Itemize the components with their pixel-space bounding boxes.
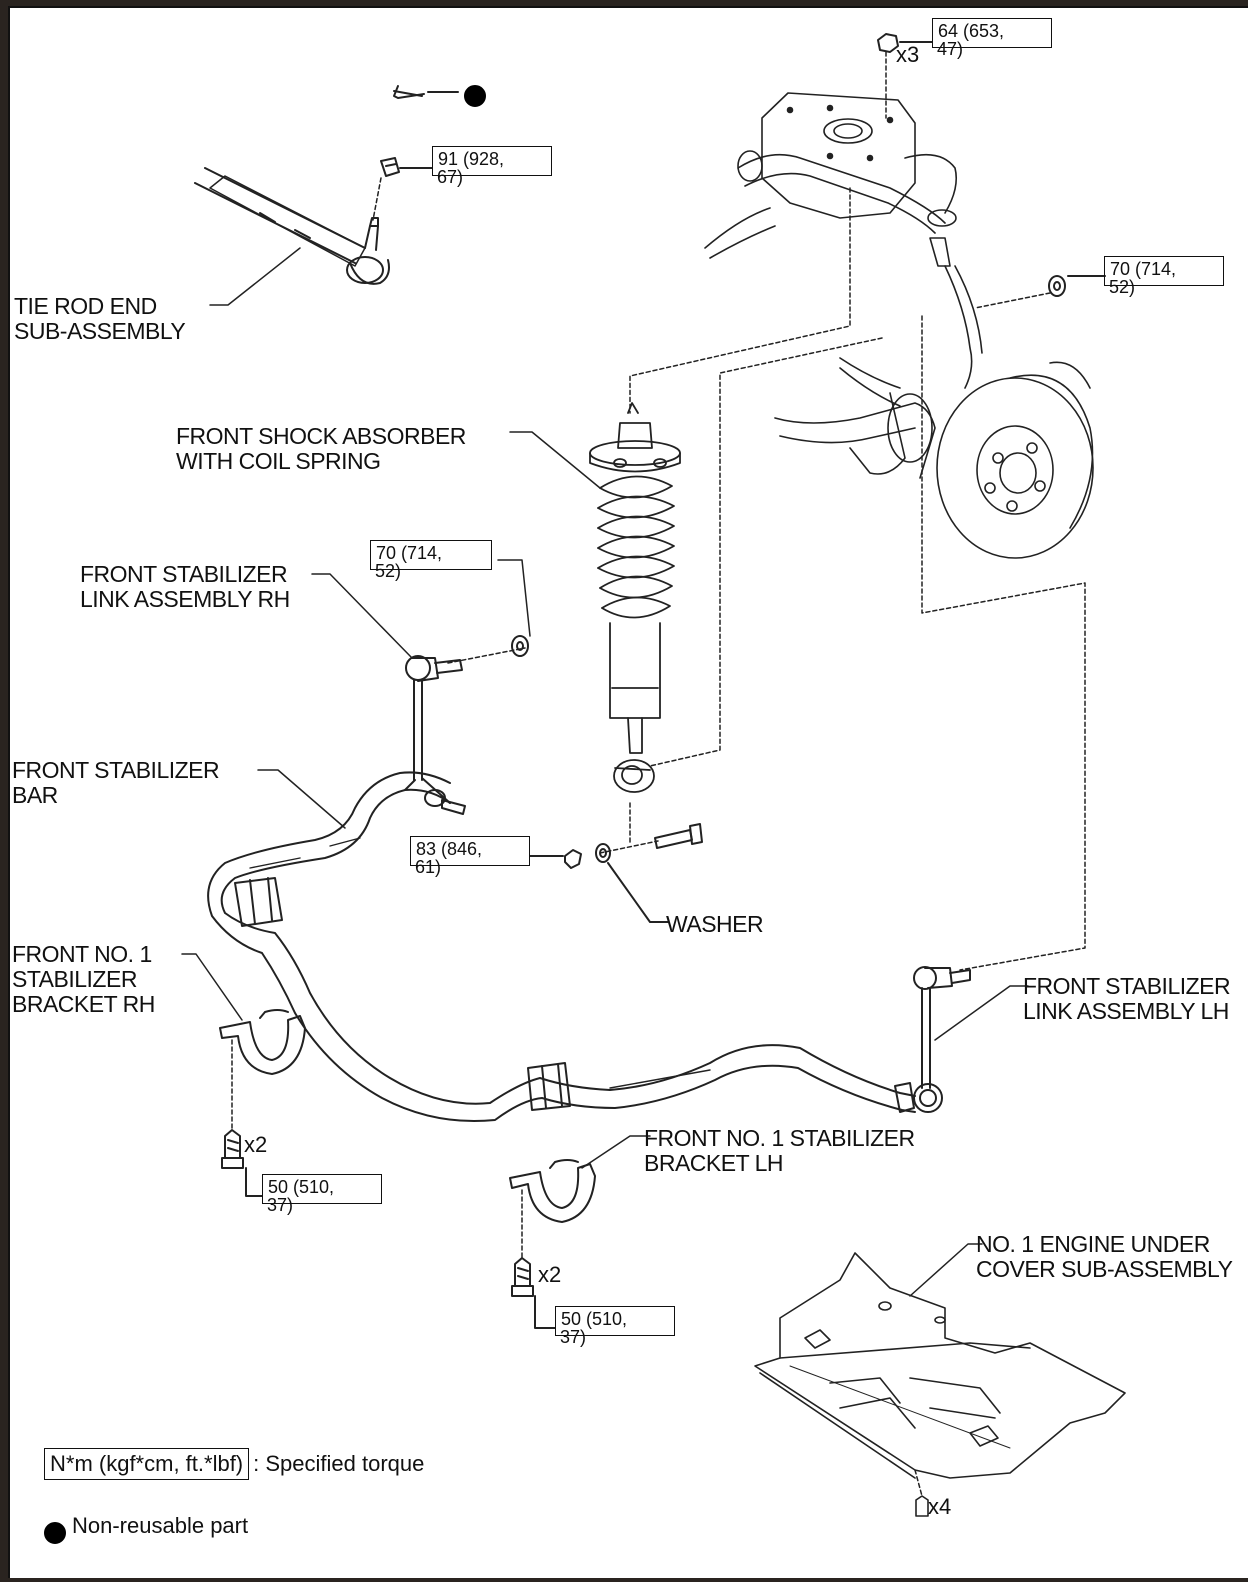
assembly-guide-lines [447, 187, 1086, 971]
torque-value-cont: 37) [560, 1327, 587, 1347]
steering-knuckle-part [704, 92, 983, 389]
qty-cover-bolts: x4 [928, 1494, 952, 1519]
stabilizer-bracket-rh-part [219, 1009, 306, 1197]
stabilizer-bracket-lh-label: FRONT NO. 1 STABILIZER BRACKET LH [644, 1125, 915, 1176]
torque-value: 50 (510, [262, 1174, 382, 1204]
washer-ring [595, 843, 611, 863]
legend-torque-desc: : Specified torque [253, 1451, 425, 1476]
brake-disc-part [774, 357, 1094, 559]
torque-box-upper-nut: 64 (653, 47) [932, 18, 1052, 60]
torque-value-cont: 67) [437, 167, 464, 187]
knuckle-nut-part [974, 275, 1106, 309]
torque-value: 70 (714, [1104, 256, 1224, 286]
torque-box-bracket-lh-bolt: 50 (510, 37) [555, 1306, 675, 1348]
torque-box-shock-nut: 83 (846, 61) [410, 836, 530, 878]
legend-torque: N*m (kgf*cm, ft.*lbf) : Specified torque [44, 1448, 424, 1480]
qty-upper-nuts: x3 [896, 42, 920, 67]
shock-absorber-part [589, 402, 681, 793]
stabilizer-link-lh-part [913, 966, 971, 1113]
upper-nut-part [877, 33, 933, 119]
legend-dot [44, 1522, 66, 1544]
torque-value-cont: 37) [267, 1195, 294, 1215]
torque-value-cont: 61) [415, 857, 442, 877]
castle-nut-part [372, 157, 433, 221]
engine-under-cover-part [754, 1252, 1126, 1517]
torque-box-bracket-rh-bolt: 50 (510, 37) [262, 1174, 382, 1216]
stabilizer-link-rh-part [405, 635, 529, 781]
torque-value: 91 (928, [432, 146, 552, 176]
torque-box-castle-nut: 91 (928, 67) [432, 146, 552, 188]
engine-under-cover-label: NO. 1 ENGINE UNDER COVER SUB-ASSEMBLY [976, 1231, 1233, 1282]
torque-value-cont: 52) [1109, 277, 1136, 297]
tie-rod-end-part [194, 167, 390, 285]
tie-rod-end-label: TIE ROD END SUB-ASSEMBLY [14, 293, 186, 344]
torque-value: 64 (653, [932, 18, 1052, 48]
legend-non-reusable: Non-reusable part [72, 1513, 249, 1538]
stabilizer-bracket-rh-label: FRONT NO. 1 STABILIZER BRACKET RH [12, 941, 155, 1017]
torque-value: 50 (510, [555, 1306, 675, 1336]
washer-label: WASHER [666, 911, 764, 937]
diagram-frame: TIE ROD END SUB-ASSEMBLY FRONT SHOCK ABS… [8, 6, 1248, 1578]
non-reusable-dot [464, 85, 486, 107]
leader-lines [181, 431, 1029, 1297]
torque-value-cont: 52) [375, 561, 402, 581]
exploded-view-drawing [44, 33, 1126, 1544]
qty-bracket-lh-bolts: x2 [538, 1262, 562, 1287]
stabilizer-bracket-lh-part [509, 1159, 596, 1329]
torque-box-knuckle-nut: 70 (714, 52) [1104, 256, 1224, 298]
torque-box-link-rh-nut: 70 (714, 52) [370, 540, 492, 582]
torque-value-cont: 47) [937, 39, 964, 59]
stabilizer-bar-label: FRONT STABILIZER BAR [12, 757, 220, 808]
qty-bracket-rh-bolts: x2 [244, 1132, 268, 1157]
stabilizer-link-rh-label: FRONT STABILIZER LINK ASSEMBLY RH [80, 561, 290, 612]
shock-lower-bolt-part [529, 823, 703, 923]
stabilizer-bar-part [207, 771, 916, 1123]
torque-value: 70 (714, [370, 540, 492, 570]
shock-absorber-label: FRONT SHOCK ABSORBER WITH COIL SPRING [176, 423, 466, 474]
torque-value: 83 (846, [410, 836, 530, 866]
cotter-pin-part [393, 85, 486, 107]
legend-torque-unit: N*m (kgf*cm, ft.*lbf) [44, 1448, 250, 1480]
stabilizer-link-lh-label: FRONT STABILIZER LINK ASSEMBLY LH [1023, 973, 1231, 1024]
